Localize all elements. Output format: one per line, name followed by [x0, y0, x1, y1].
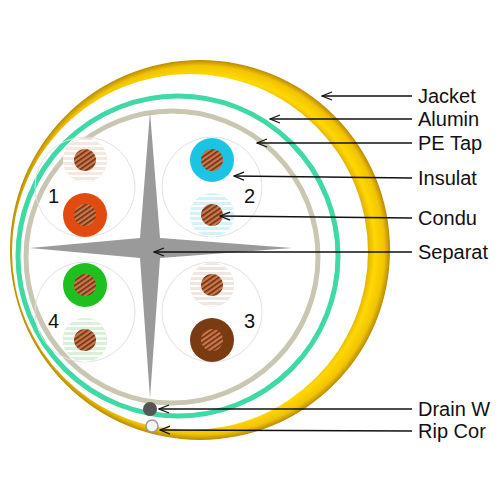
part-label: Jacket	[418, 85, 476, 107]
pair-number: 1	[48, 185, 59, 207]
jacket	[10, 60, 390, 440]
pair-number: 3	[244, 310, 255, 332]
conductors	[63, 138, 234, 362]
rip-cord	[146, 420, 158, 432]
pair-number: 2	[244, 185, 255, 207]
part-label: Insulat	[418, 167, 477, 189]
part-label: Condu	[418, 207, 477, 229]
pe-tape	[26, 111, 318, 403]
separator	[30, 112, 292, 398]
leader-lines	[154, 96, 412, 431]
part-label: Rip Cor	[418, 420, 486, 442]
part-label: Drain W	[418, 398, 490, 420]
part-label: PE Tap	[418, 132, 482, 154]
part-label: Separat	[418, 241, 488, 263]
aluminium-foil	[18, 96, 338, 416]
part-label: Alumin	[418, 108, 479, 130]
pair-number: 4	[48, 310, 59, 332]
drain-wire	[143, 402, 157, 416]
